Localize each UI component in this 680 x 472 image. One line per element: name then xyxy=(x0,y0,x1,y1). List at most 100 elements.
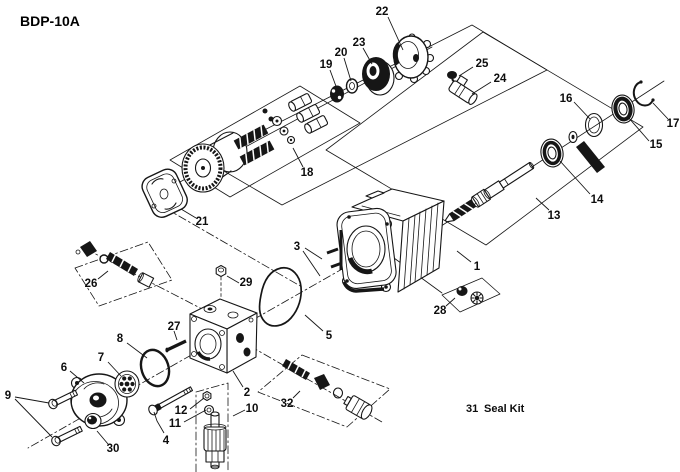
part-leader-16 xyxy=(573,101,591,120)
part-leader-5 xyxy=(304,314,324,332)
port-plug-part-30 xyxy=(84,412,102,430)
part-label-10: 10 xyxy=(246,403,259,415)
bearing-part-23 xyxy=(362,57,395,96)
part-leader-17 xyxy=(652,102,669,120)
gasket-part-5 xyxy=(258,266,303,327)
washer-part-11 xyxy=(203,404,215,416)
part-label-14: 14 xyxy=(591,194,604,206)
part-label-8: 8 xyxy=(117,333,124,345)
part-label-1: 1 xyxy=(474,261,481,273)
part-label-3: 3 xyxy=(294,241,300,253)
part-leader-29 xyxy=(226,275,240,284)
part-leader-21 xyxy=(180,208,197,219)
part-label-13: 13 xyxy=(548,210,561,222)
part-leader-3 xyxy=(304,247,323,260)
o-ring-part-8 xyxy=(139,348,171,388)
fitting-part-24 xyxy=(448,75,478,105)
part-label-7: 7 xyxy=(98,352,104,364)
washer-part-12 xyxy=(202,390,212,402)
gerotor-part-7 xyxy=(114,370,140,398)
piston xyxy=(304,115,329,134)
part-leader-27 xyxy=(173,330,178,341)
bolt-part-4 xyxy=(148,386,194,416)
seal-part-16 xyxy=(584,112,604,138)
part-label-15: 15 xyxy=(650,139,663,151)
pump-housing-part-1 xyxy=(326,188,445,293)
washer-part-20 xyxy=(345,78,359,94)
dowel-pin-part-27 xyxy=(165,339,187,353)
part-leader-7 xyxy=(107,361,122,377)
part-leader-2 xyxy=(232,370,244,388)
washer-part-19 xyxy=(330,85,344,103)
part-leader-24 xyxy=(471,81,492,95)
part-label-24: 24 xyxy=(494,73,507,85)
piston-spring xyxy=(239,140,275,166)
end-cap-part-22 xyxy=(392,33,435,84)
part-label-25: 25 xyxy=(476,58,489,70)
part-leader-18 xyxy=(292,147,304,168)
retaining-ring-part-17 xyxy=(632,80,655,107)
bolt-part-9a xyxy=(48,389,79,410)
part-label-16: 16 xyxy=(560,93,573,105)
part-leader-22 xyxy=(387,16,404,51)
part-leader-8 xyxy=(126,342,148,359)
part-leader-10 xyxy=(232,409,246,417)
part-leader-11 xyxy=(183,409,207,423)
part-leader-19 xyxy=(329,69,338,90)
part-label-9: 9 xyxy=(5,390,11,402)
part-leader-9 xyxy=(14,396,50,404)
part-leader-25 xyxy=(458,66,474,77)
part-leader-4 xyxy=(153,411,165,434)
part-leader-13 xyxy=(535,197,550,211)
center-section-part-2 xyxy=(189,298,258,374)
piston xyxy=(296,104,321,123)
spacer-washer xyxy=(568,130,578,144)
part-leader-32 xyxy=(292,390,301,399)
plug-kit-part-28 xyxy=(456,286,484,305)
part-leader-9 xyxy=(14,398,53,438)
part-label-27: 27 xyxy=(168,321,181,333)
kit-boxes xyxy=(74,241,501,472)
part-label-17: 17 xyxy=(667,118,680,130)
drawing-title: BDP-10A xyxy=(20,13,80,29)
piston-spring xyxy=(233,124,269,150)
part-label-19: 19 xyxy=(320,59,333,71)
part-label-6: 6 xyxy=(61,362,67,374)
part-label-4: 4 xyxy=(163,435,170,447)
bearing-part-15 xyxy=(611,94,635,124)
bearing-part-14 xyxy=(540,138,564,168)
panel-shade-wedge xyxy=(576,141,605,173)
nut-part-29 xyxy=(215,264,227,278)
pump-shaft-part-13 xyxy=(444,161,535,223)
part-label-20: 20 xyxy=(335,47,348,59)
cylinder-block-kit-part-18 xyxy=(181,93,329,193)
part-leader-3 xyxy=(302,250,321,277)
part-leader-23 xyxy=(362,47,373,65)
seal-kit-number: 31 xyxy=(466,403,478,415)
part-leader-1 xyxy=(456,250,472,263)
part-leader-12 xyxy=(189,397,205,410)
part-leader-26 xyxy=(97,270,109,280)
part-label-12: 12 xyxy=(175,405,188,417)
part-label-32: 32 xyxy=(281,398,294,410)
check-valve-kit-part-26 xyxy=(75,241,155,288)
relief-valve-kit-part-32 xyxy=(282,359,373,420)
part-leader-6 xyxy=(69,370,85,384)
part-leader-28 xyxy=(445,297,456,307)
part-label-11: 11 xyxy=(169,418,182,430)
part-label-26: 26 xyxy=(85,278,98,290)
part-label-2: 2 xyxy=(244,387,250,399)
valve-plate-part-21 xyxy=(141,168,188,218)
filter-part-10 xyxy=(203,411,227,470)
part-label-5: 5 xyxy=(326,330,333,342)
part-label-30: 30 xyxy=(107,443,120,455)
part-label-23: 23 xyxy=(353,37,366,49)
part-label-29: 29 xyxy=(240,277,253,289)
part-leader-30 xyxy=(96,430,109,445)
bolt-part-9b xyxy=(51,425,83,447)
part-leader-15 xyxy=(627,116,650,142)
seal-kit-label: Seal Kit xyxy=(484,403,525,415)
piston xyxy=(288,93,313,112)
